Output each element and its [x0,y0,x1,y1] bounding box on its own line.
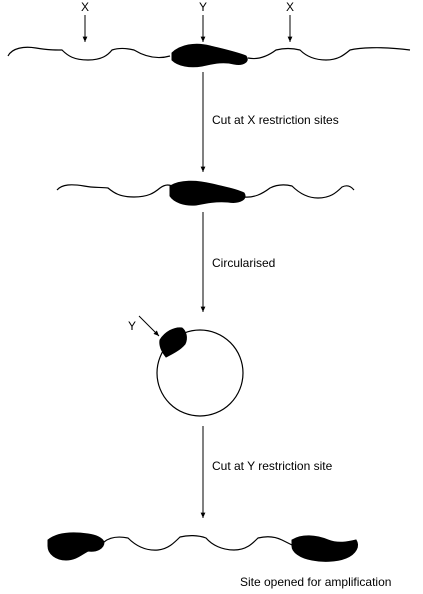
circularised-dna [156,329,244,417]
genomic-dna-strand [7,46,411,61]
restriction-fragment-strand [56,184,355,199]
x-site-label-right: X [286,0,294,14]
opened-linear-strand [103,535,293,551]
step-label-3: Cut at Y restriction site [212,459,333,473]
y-region-block-top [171,43,248,68]
y-site-label-circle: Y [128,319,136,333]
y-region-block-right-end [291,535,359,562]
y-region-block-left-end [47,532,105,561]
step-label-1: Cut at X restriction sites [212,113,339,127]
y-region-block-circle [159,327,187,358]
y-region-block-fragment [169,180,246,206]
step-label-2: Circularised [212,256,275,270]
y-site-arrow-circle [138,315,160,337]
y-site-label-top: Y [199,0,207,14]
x-site-label-left: X [81,0,89,14]
caption: Site opened for amplification [240,575,391,589]
